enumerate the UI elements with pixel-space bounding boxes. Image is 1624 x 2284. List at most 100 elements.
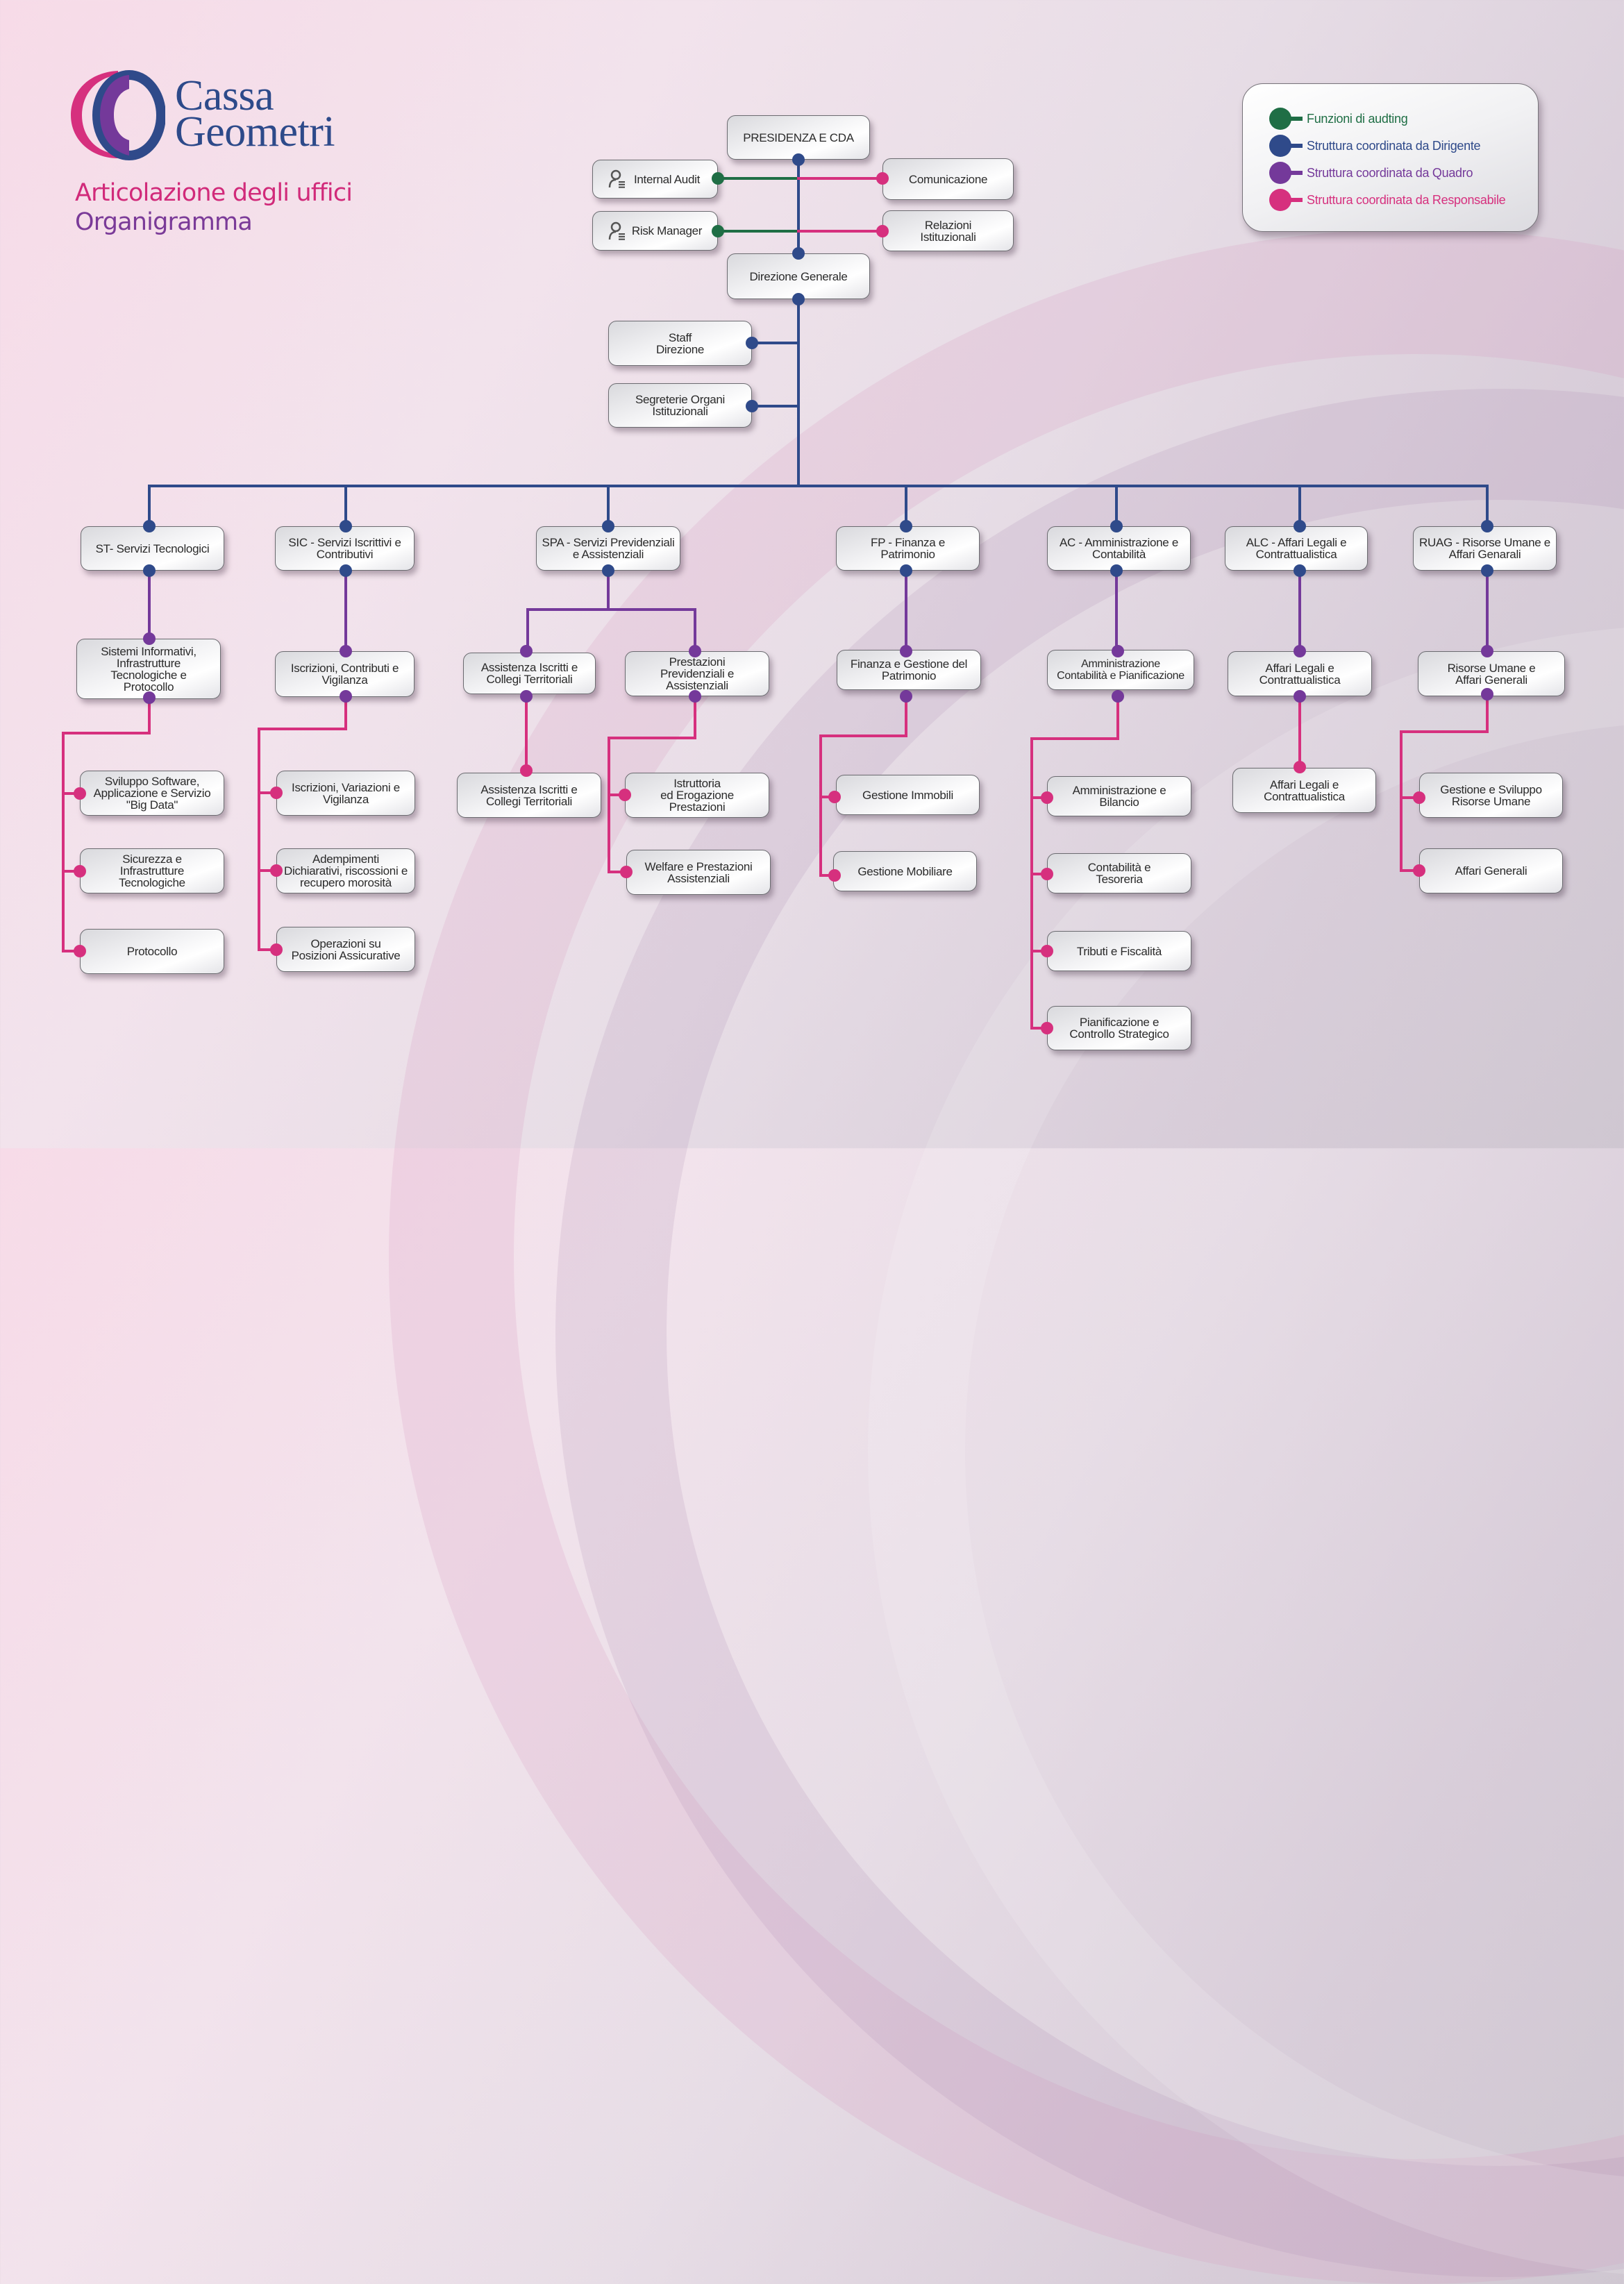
office-gestione-sviluppo-ru[interactable]: Gestione e Sviluppo Risorse Umane xyxy=(1419,773,1563,818)
blue-connector-dot-icon xyxy=(900,520,912,532)
office-welfare[interactable]: Welfare e Prestazioni Assistenziali xyxy=(626,850,771,895)
blue-connector-dot-icon xyxy=(602,520,614,532)
blue-connector-dot-icon xyxy=(792,153,805,166)
office-amministrazione-bilancio[interactable]: Amministrazione e Bilancio xyxy=(1047,776,1191,816)
pink-connector-dot-icon xyxy=(270,943,283,956)
box-relazioni-istituzionali[interactable]: Relazioni Istituzionali xyxy=(882,210,1014,251)
pink-connector-dot-icon xyxy=(74,865,86,878)
dept-fp[interactable]: FP - Finanza e Patrimonio xyxy=(836,526,980,571)
purple-connector-dot-icon xyxy=(1112,645,1124,657)
box-segreterie-organi[interactable]: Segreterie Organi Istituzionali xyxy=(608,383,752,428)
connector-icon xyxy=(1290,198,1303,202)
box-label: Direzione Generale xyxy=(749,269,848,283)
dept-spa[interactable]: SPA - Servizi Previdenziali e Assistenzi… xyxy=(536,526,680,571)
office-istruttoria[interactable]: Istruttoria ed Erogazione Prestazioni xyxy=(625,773,769,818)
box-label: Internal Audit xyxy=(633,172,701,186)
box-risk-manager[interactable]: Risk Manager xyxy=(592,211,718,251)
pink-connector-dot-icon xyxy=(1413,864,1425,877)
pink-connector-dot-icon xyxy=(1041,945,1053,957)
unit-prestazioni[interactable]: Prestazioni Previdenziali e Assistenzial… xyxy=(625,651,769,696)
box-label: Protocollo xyxy=(126,945,178,958)
purple-connector-dot-icon xyxy=(1294,645,1306,657)
blue-connector-dot-icon xyxy=(1481,520,1493,532)
purple-connector-dot-icon xyxy=(340,645,352,657)
purple-connector-dot-icon xyxy=(1481,688,1493,700)
box-label: Relazioni Istituzionali xyxy=(920,218,976,244)
purple-connector-dot-icon xyxy=(900,645,912,657)
purple-connector-dot-icon xyxy=(143,632,156,645)
box-label: ST- Servizi Tecnologici xyxy=(95,541,210,555)
blue-connector-dot-icon xyxy=(1294,564,1306,577)
blue-connector-dot-icon xyxy=(340,564,352,577)
green-connector-dot-icon xyxy=(712,225,724,237)
auditor-icon xyxy=(608,169,625,188)
office-gestione-mobiliare[interactable]: Gestione Mobiliare xyxy=(833,851,977,891)
box-label: Risk Manager xyxy=(631,224,703,237)
box-label: PRESIDENZA E CDA xyxy=(743,131,854,144)
office-operazioni-posizioni[interactable]: Operazioni su Posizioni Assicurative xyxy=(276,927,415,972)
legend: Funzioni di audting Struttura coordinata… xyxy=(1242,83,1539,232)
cassa-geometri-logo-icon xyxy=(71,70,165,160)
box-label: Gestione Immobili xyxy=(862,788,953,802)
pink-connector-dot-icon xyxy=(828,791,841,803)
box-staff-direzione[interactable]: Staff Direzione xyxy=(608,321,752,366)
office-affari-generali[interactable]: Affari Generali xyxy=(1419,848,1563,893)
box-label: Amministrazione e Bilancio xyxy=(1072,784,1166,809)
connector-icon xyxy=(1290,171,1303,175)
box-label: Assistenza Iscritti e Collegi Territoria… xyxy=(480,661,578,686)
unit-assistenza-iscritti[interactable]: Assistenza Iscritti e Collegi Territoria… xyxy=(463,653,596,694)
office-gestione-immobili[interactable]: Gestione Immobili xyxy=(836,775,980,815)
box-label: AC - Amministrazione e Contabilità xyxy=(1059,536,1178,561)
box-label: Prestazioni Previdenziali e Assistenzial… xyxy=(660,655,735,692)
purple-connector-dot-icon xyxy=(689,690,701,703)
box-label: Affari Generali xyxy=(1455,864,1527,878)
blue-connector-dot-icon xyxy=(746,337,758,349)
dept-st[interactable]: ST- Servizi Tecnologici xyxy=(81,526,224,571)
box-label: Welfare e Prestazioni Assistenziali xyxy=(644,859,753,885)
blue-connector-dot-icon xyxy=(1110,564,1123,577)
office-protocollo[interactable]: Protocollo xyxy=(80,929,224,974)
box-label: ALC - Affari Legali e Contrattualistica xyxy=(1246,536,1347,561)
unit-iscrizioni-contributi[interactable]: Iscrizioni, Contributi e Vigilanza xyxy=(275,651,415,697)
box-comunicazione[interactable]: Comunicazione xyxy=(882,158,1014,200)
office-sicurezza[interactable]: Sicurezza e Infrastrutture Tecnologiche xyxy=(80,848,224,893)
office-assistenza-iscritti[interactable]: Assistenza Iscritti e Collegi Territoria… xyxy=(457,773,601,818)
box-label: SIC - Servizi Iscrittivi e Contributivi xyxy=(288,536,401,561)
box-label: Affari Legali e Contrattualistica xyxy=(1259,661,1341,687)
box-label: Iscrizioni, Contributi e Vigilanza xyxy=(290,662,399,687)
unit-sistemi-informativi[interactable]: Sistemi Informativi, Infrastrutture Tecn… xyxy=(76,639,221,699)
purple-connector-dot-icon xyxy=(340,690,352,703)
blue-connector-dot-icon xyxy=(1110,520,1123,532)
box-label: Gestione e Sviluppo Risorse Umane xyxy=(1440,782,1542,808)
pink-connector-dot-icon xyxy=(270,787,283,799)
pink-connector-dot-icon xyxy=(1041,1022,1053,1034)
dept-ac[interactable]: AC - Amministrazione e Contabilità xyxy=(1047,526,1191,571)
box-label: Sistemi Informativi, Infrastrutture Tecn… xyxy=(101,644,196,694)
office-contabilita-tesoreria[interactable]: Contabilità e Tesoreria xyxy=(1047,853,1191,893)
box-label: Tributi e Fiscalità xyxy=(1076,944,1162,958)
box-label: Assistenza Iscritti e Collegi Territoria… xyxy=(480,782,578,808)
blue-connector-dot-icon xyxy=(143,564,156,577)
box-label: Contabilità e Tesoreria xyxy=(1087,861,1151,886)
office-iscrizioni-variazioni[interactable]: Iscrizioni, Variazioni e Vigilanza xyxy=(276,771,415,816)
pink-connector-dot-icon xyxy=(74,787,86,800)
box-label: Amministrazione Contabilità e Pianificaz… xyxy=(1057,658,1184,682)
brand-line-1: Cassa xyxy=(175,72,274,119)
blue-connector-dot-icon xyxy=(340,520,352,532)
purple-connector-dot-icon xyxy=(520,690,533,703)
org-connectors xyxy=(62,158,1489,1030)
box-label: Staff Direzione xyxy=(655,330,705,356)
dept-alc[interactable]: ALC - Affari Legali e Contrattualistica xyxy=(1225,526,1368,571)
box-internal-audit[interactable]: Internal Audit xyxy=(592,160,718,199)
box-label: Sviluppo Software, Applicazione e Serviz… xyxy=(93,775,211,812)
office-tributi-fiscalita[interactable]: Tributi e Fiscalità xyxy=(1047,931,1191,971)
office-adempimenti[interactable]: Adempimenti Dichiarativi, riscossioni e … xyxy=(276,848,415,893)
office-affari-legali[interactable]: Affari Legali e Contrattualistica xyxy=(1232,768,1376,813)
blue-connector-dot-icon xyxy=(602,564,614,577)
auditor-icon xyxy=(608,221,625,240)
dept-ruag[interactable]: RUAG - Risorse Umane e Affari Genarali xyxy=(1413,526,1557,571)
pink-dot-icon xyxy=(1269,189,1291,211)
office-sviluppo-software[interactable]: Sviluppo Software, Applicazione e Serviz… xyxy=(80,771,224,816)
dept-sic[interactable]: SIC - Servizi Iscrittivi e Contributivi xyxy=(275,526,415,571)
office-pianificazione-controllo[interactable]: Pianificazione e Controllo Strategico xyxy=(1047,1006,1191,1050)
